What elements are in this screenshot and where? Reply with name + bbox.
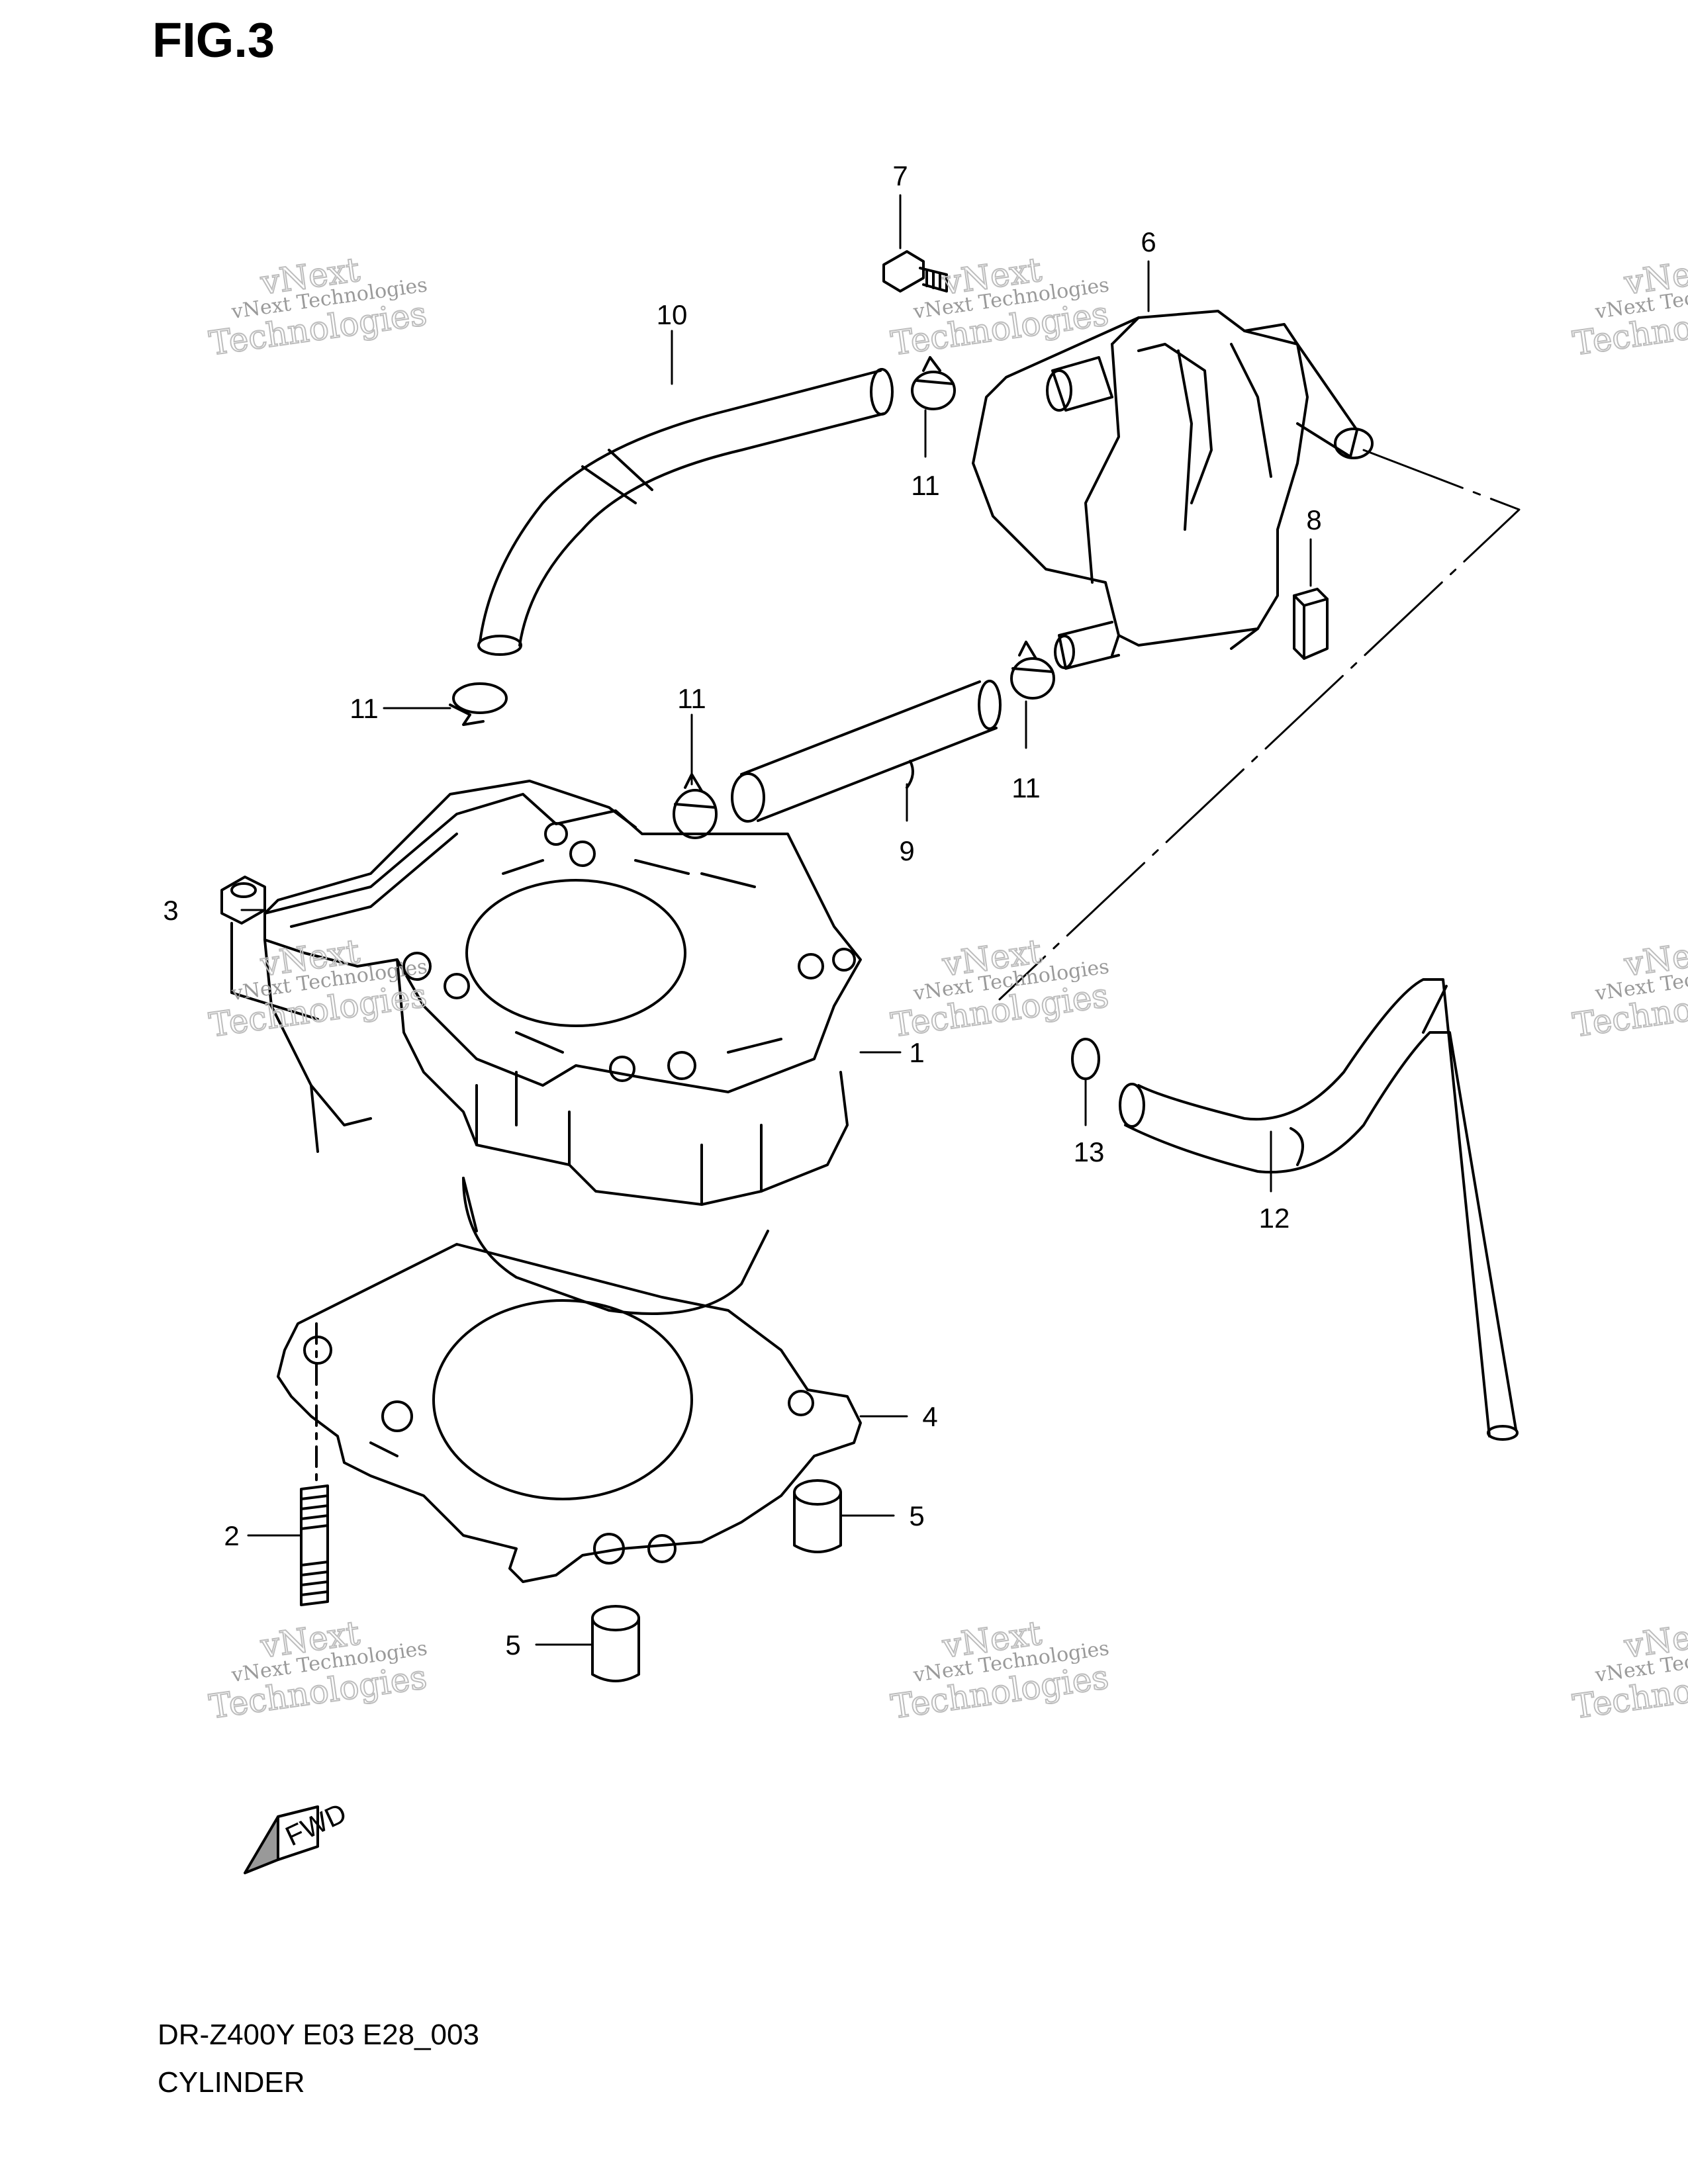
clamp-11-upper[interactable] [911, 356, 956, 410]
callout-5-right: 5 [909, 1500, 924, 1531]
hose-12[interactable] [1119, 978, 1519, 1441]
base-gasket-4[interactable] [277, 1243, 862, 1583]
callout-1: 1 [909, 1037, 924, 1068]
callout-13: 13 [1074, 1136, 1105, 1167]
figure-title: FIG.3 [152, 13, 275, 68]
callout-5-lower: 5 [505, 1629, 520, 1661]
callout-8: 8 [1306, 504, 1321, 535]
callout-12: 12 [1259, 1203, 1290, 1234]
callout-11-right: 11 [1011, 772, 1041, 803]
callout-4: 4 [922, 1401, 937, 1432]
callout-9: 9 [899, 835, 914, 866]
cylinder-1[interactable] [263, 780, 862, 1315]
o-ring-13[interactable] [1071, 1038, 1100, 1080]
clamp-11-left[interactable] [449, 682, 508, 726]
callout-10: 10 [657, 299, 688, 330]
callout-7: 7 [892, 160, 908, 191]
reed-valve-6[interactable] [972, 310, 1374, 670]
clamp-11-right[interactable] [1010, 641, 1055, 700]
dowel-5-right[interactable] [793, 1479, 842, 1553]
callout-11-middle: 11 [677, 683, 706, 714]
callout-11-upper: 11 [911, 470, 940, 501]
callout-3: 3 [163, 895, 178, 926]
pad-8[interactable] [1293, 588, 1329, 660]
section-name: CYLINDER [158, 2066, 305, 2099]
bolt-7[interactable] [882, 250, 948, 293]
hose-10[interactable] [477, 368, 894, 656]
callout-11-left: 11 [350, 693, 379, 724]
stud-2[interactable] [300, 1322, 329, 1606]
callout-2: 2 [224, 1520, 239, 1551]
dowel-5-lower[interactable] [591, 1605, 640, 1682]
model-code: DR-Z400Y E03 E28_003 [158, 2019, 479, 2051]
hose-9[interactable] [731, 680, 1002, 823]
clamp-11-middle[interactable] [673, 773, 718, 839]
fwd-arrow-icon [244, 1805, 319, 1874]
callout-6: 6 [1141, 226, 1156, 257]
